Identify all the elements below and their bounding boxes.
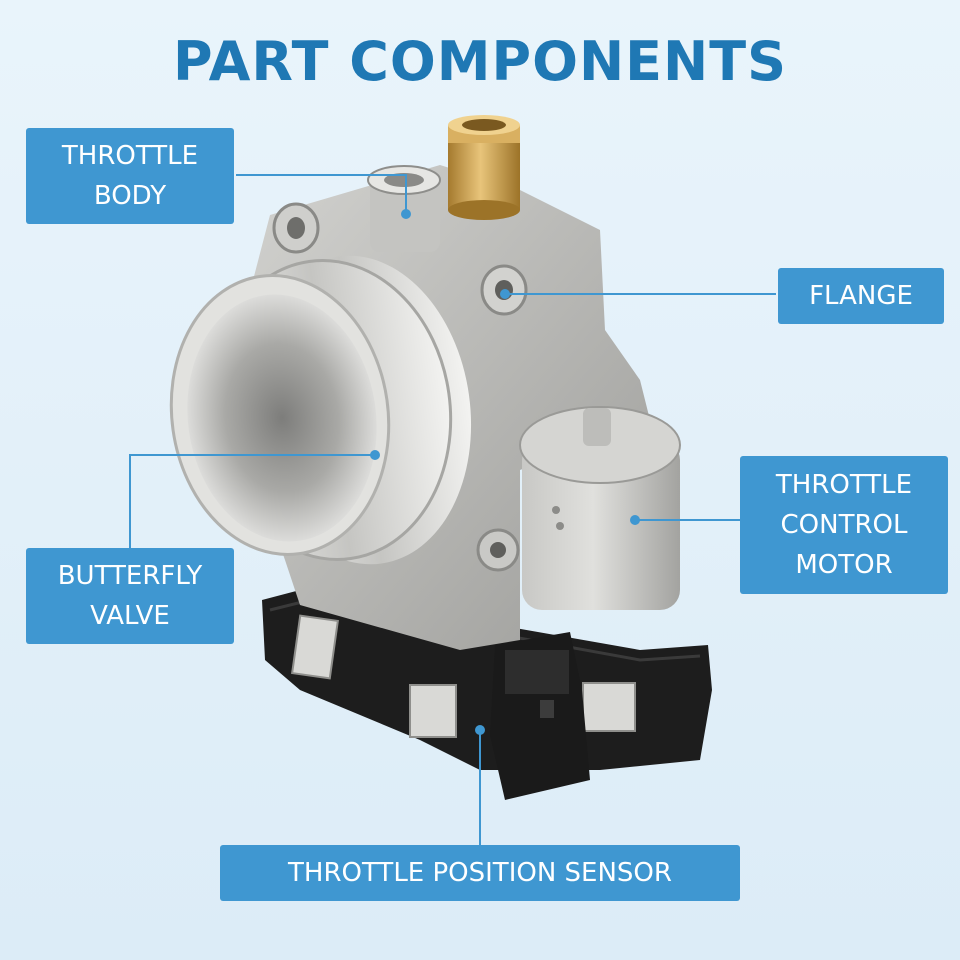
leader-butterfly: [129, 454, 375, 548]
leader-throttle-body: [236, 174, 407, 214]
label-sensor-text: THROTTLE POSITION SENSOR: [288, 858, 672, 888]
label-flange: FLANGE: [778, 268, 944, 324]
label-flange-text: FLANGE: [809, 281, 913, 311]
label-throttle-position-sensor: THROTTLE POSITION SENSOR: [220, 845, 740, 901]
bore-inlet: [169, 255, 472, 565]
label-butterfly-valve: BUTTERFLY VALVE: [26, 548, 234, 644]
label-motor-text: THROTTLE CONTROL MOTOR: [775, 470, 913, 580]
label-throttle-control-motor: THROTTLE CONTROL MOTOR: [740, 456, 948, 594]
label-butterfly-text: BUTTERFLY VALVE: [57, 561, 203, 631]
motor-cylinder: [519, 406, 681, 610]
label-throttle-body-text: THROTTLE BODY: [61, 141, 199, 211]
brass-fitting: [448, 115, 520, 220]
label-throttle-body: THROTTLE BODY: [26, 128, 234, 224]
electrical-connector: [490, 632, 590, 800]
callout-lines: [129, 174, 776, 845]
page-title: PART COMPONENTS: [173, 30, 787, 93]
